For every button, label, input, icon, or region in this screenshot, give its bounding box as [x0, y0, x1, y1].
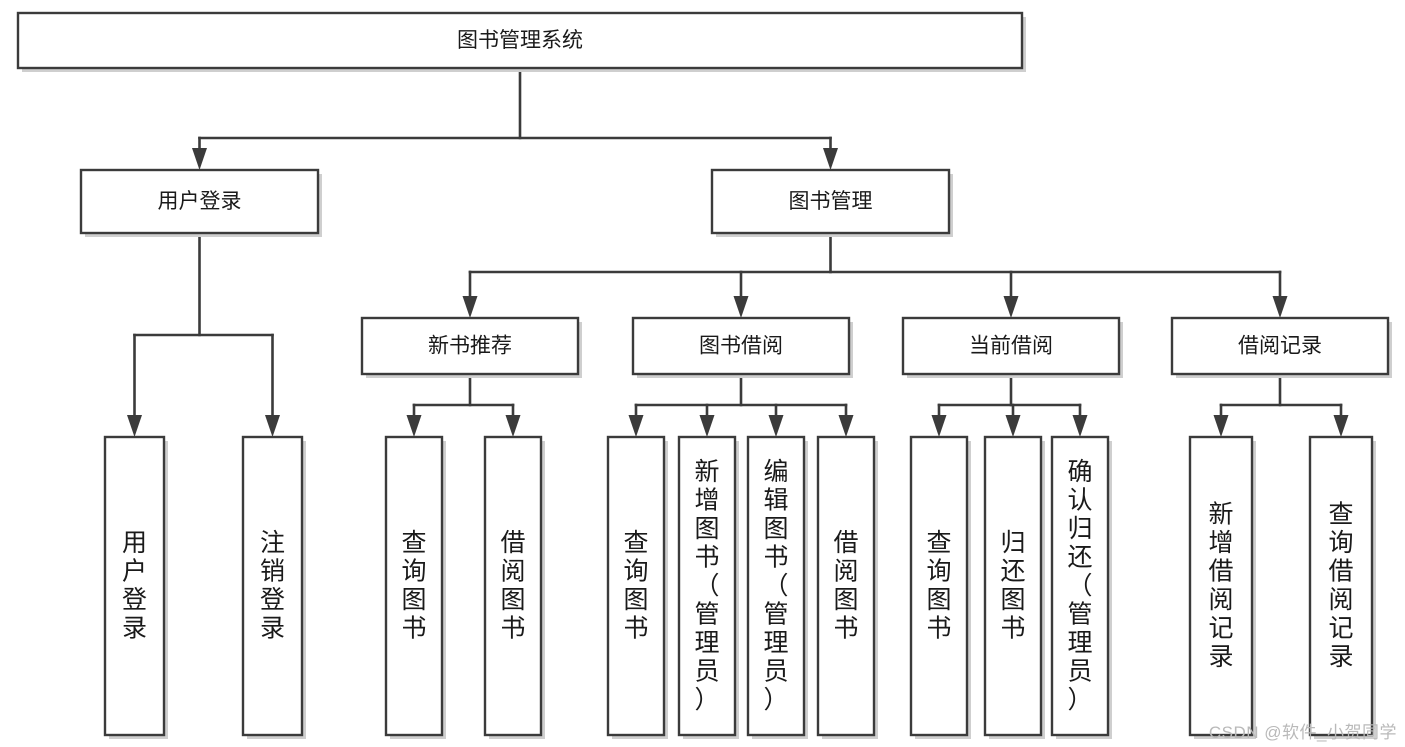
node-leaf-add-book[interactable]: 新增图书（管理员）: [677, 435, 739, 739]
node-leaf-edit-book[interactable]: 编辑图书（管理员）: [746, 435, 808, 739]
arrow-head-icon: [733, 296, 749, 318]
arrow-head-icon: [699, 415, 715, 437]
watermark-text: CSDN @软件_小贺同学: [1208, 723, 1397, 742]
arrow-head-icon: [462, 296, 478, 318]
edge-group-new-book-rec: [406, 372, 521, 437]
node-leaf-borrow-book-1[interactable]: 借阅图书: [483, 435, 545, 739]
node-label: 图书借阅: [699, 335, 783, 358]
node-label: 查询图书: [401, 529, 426, 643]
node-box[interactable]: [983, 435, 1043, 737]
node-box[interactable]: [241, 435, 304, 737]
node-box[interactable]: [1170, 316, 1390, 376]
node-box[interactable]: [631, 316, 851, 376]
node-label: 查询借阅记录: [1328, 501, 1353, 672]
node-borrow-record[interactable]: 借阅记录: [1170, 316, 1392, 378]
node-box[interactable]: [384, 435, 444, 737]
node-label: 编辑图书（管理员）: [763, 458, 788, 714]
node-leaf-query-book-2[interactable]: 查询图书: [606, 435, 668, 739]
arrow-head-icon: [823, 148, 838, 170]
arrow-head-icon: [1213, 415, 1229, 437]
node-label: 图书管理系统: [457, 29, 583, 52]
node-box[interactable]: [79, 168, 320, 235]
node-new-book-rec[interactable]: 新书推荐: [360, 316, 582, 378]
node-label: 用户登录: [158, 190, 242, 213]
arrow-head-icon: [505, 415, 521, 437]
node-leaf-user-login[interactable]: 用户登录: [103, 435, 168, 739]
node-leaf-add-record[interactable]: 新增借阅记录: [1188, 435, 1256, 739]
node-box[interactable]: [710, 168, 951, 235]
node-leaf-confirm-return[interactable]: 确认归还（管理员）: [1050, 435, 1112, 739]
node-book-borrow[interactable]: 图书借阅: [631, 316, 853, 378]
node-label: 新增借阅记录: [1208, 501, 1233, 672]
node-book-manage[interactable]: 图书管理: [710, 168, 953, 237]
node-label: 归还图书: [1000, 529, 1025, 643]
node-leaf-user-logout[interactable]: 注销登录: [241, 435, 306, 739]
node-box[interactable]: [16, 11, 1024, 70]
node-leaf-borrow-book-2[interactable]: 借阅图书: [816, 435, 878, 739]
node-label: 注销登录: [260, 529, 285, 643]
node-leaf-query-book-3[interactable]: 查询图书: [909, 435, 971, 739]
edge-group-user-login: [127, 231, 280, 437]
node-root[interactable]: 图书管理系统: [16, 11, 1026, 72]
node-box[interactable]: [746, 435, 806, 737]
node-box[interactable]: [606, 435, 666, 737]
arrow-head-icon: [931, 415, 947, 437]
arrow-head-icon: [1003, 296, 1019, 318]
node-label: 借阅记录: [1238, 335, 1322, 358]
arrow-head-icon: [406, 415, 422, 437]
node-label: 查询图书: [623, 529, 648, 643]
node-box[interactable]: [1308, 435, 1374, 737]
arrow-head-icon: [1333, 415, 1349, 437]
node-label: 查询图书: [926, 529, 951, 643]
node-box[interactable]: [909, 435, 969, 737]
edge-group-current-borrow: [931, 372, 1088, 437]
arrow-head-icon: [127, 415, 142, 437]
edge-group-root: [192, 66, 838, 170]
node-box[interactable]: [483, 435, 543, 737]
node-label: 新增图书（管理员）: [694, 458, 719, 714]
node-box[interactable]: [677, 435, 737, 737]
node-box[interactable]: [901, 316, 1121, 376]
arrow-head-icon: [1072, 415, 1088, 437]
node-box[interactable]: [103, 435, 166, 737]
arrow-head-icon: [1005, 415, 1021, 437]
edge-group-book-manage: [462, 231, 1288, 318]
node-box[interactable]: [1050, 435, 1110, 737]
node-user-login[interactable]: 用户登录: [79, 168, 322, 237]
node-current-borrow[interactable]: 当前借阅: [901, 316, 1123, 378]
node-label: 新书推荐: [428, 335, 512, 358]
node-leaf-query-record[interactable]: 查询借阅记录: [1308, 435, 1376, 739]
arrow-head-icon: [192, 148, 207, 170]
edge-group-book-borrow: [628, 372, 854, 437]
node-label: 借阅图书: [500, 529, 525, 643]
arrow-head-icon: [768, 415, 784, 437]
connector-layer: [127, 66, 1349, 437]
node-leaf-query-book-1[interactable]: 查询图书: [384, 435, 446, 739]
arrow-head-icon: [838, 415, 854, 437]
node-box[interactable]: [360, 316, 580, 376]
node-box[interactable]: [1188, 435, 1254, 737]
node-label: 图书管理: [789, 190, 873, 213]
node-label: 当前借阅: [969, 335, 1053, 358]
node-layer: 图书管理系统用户登录图书管理新书推荐图书借阅当前借阅借阅记录用户登录注销登录查询…: [16, 11, 1392, 739]
node-label: 借阅图书: [833, 529, 858, 643]
node-box[interactable]: [816, 435, 876, 737]
node-leaf-return-book[interactable]: 归还图书: [983, 435, 1045, 739]
edge-group-borrow-record: [1213, 372, 1349, 437]
arrow-head-icon: [265, 415, 280, 437]
arrow-head-icon: [1272, 296, 1288, 318]
node-label: 确认归还（管理员）: [1067, 458, 1092, 714]
arrow-head-icon: [628, 415, 644, 437]
node-label: 用户登录: [122, 529, 147, 643]
